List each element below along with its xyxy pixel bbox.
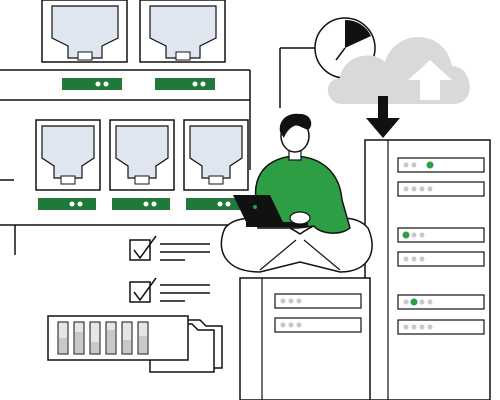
checkbox-icon — [129, 235, 157, 261]
checkbox-icon — [129, 277, 157, 303]
top-monitor-2 — [139, 0, 226, 90]
person-with-laptop — [220, 113, 373, 273]
cloud-upload-icon — [327, 36, 470, 104]
file-drawer — [47, 315, 189, 361]
server-rack-right — [364, 139, 491, 400]
down-arrow-icon — [366, 96, 400, 138]
mid-monitor-3 — [183, 119, 249, 210]
top-monitor-1 — [41, 0, 128, 90]
mid-monitor-2 — [109, 119, 175, 210]
server-rack-center — [239, 277, 371, 400]
checklist — [129, 235, 210, 303]
mid-monitor-1 — [35, 119, 101, 210]
wall-shelves — [0, 69, 251, 255]
